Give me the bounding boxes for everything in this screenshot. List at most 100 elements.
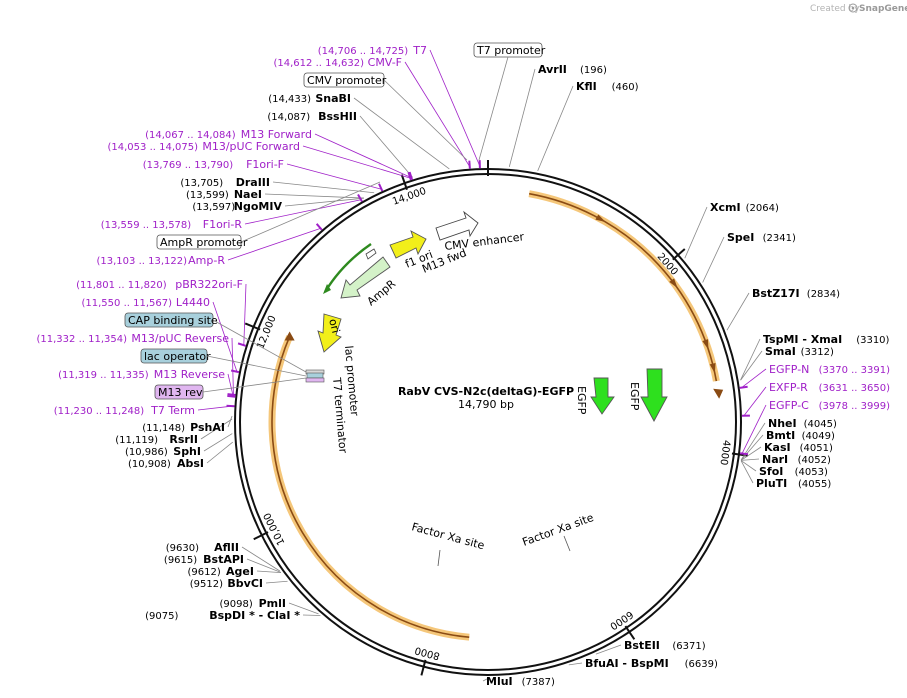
plasmid-name: RabV CVS-N2c(deltaG)-EGFP <box>398 385 574 398</box>
right-primer-labels: EGFP-N(3370 .. 3391)EXFP-R(3631 .. 3650)… <box>769 363 890 412</box>
ampr-promoter-arrow[interactable] <box>365 248 377 260</box>
label-pos-8: (4049) <box>802 431 835 442</box>
label-pos-2: (13,705) <box>180 178 223 189</box>
label-pos-6: (11,119) <box>115 435 158 446</box>
ampr-promoter-box[interactable]: AmpR promoter <box>156 234 248 250</box>
tick-label: 8000 <box>414 644 441 661</box>
label-6: Amp-R <box>188 254 225 267</box>
label-pos-2: (3978 .. 3999) <box>819 401 891 412</box>
ampr-promoter-label: AmpR promoter <box>160 236 248 249</box>
primer-site <box>315 223 323 231</box>
label-pos-0: (3370 .. 3391) <box>819 365 891 376</box>
label-pos-7: (11,801 .. 11,820) <box>76 280 167 291</box>
label-pos-13: (9098) <box>220 599 253 610</box>
label-pos-9: (9630) <box>166 543 199 554</box>
primer-site <box>739 452 749 456</box>
tick-label: 12,000 <box>255 314 278 351</box>
label-pos-3: (2341) <box>763 233 796 244</box>
primer-site <box>468 160 471 169</box>
label-9: M13/pUC Reverse <box>131 332 229 345</box>
right-enzyme-labels: AvrII(196)KflI(460)XcmI(2064)SpeI(2341)B… <box>486 63 890 688</box>
label-1: EXFP-R <box>769 381 808 394</box>
label-7: NheI <box>768 417 797 430</box>
tick-mark <box>420 659 427 676</box>
label-8: BmtI <box>766 429 795 442</box>
label-11: T7 Term <box>150 404 195 417</box>
label-pos-1: (3631 .. 3650) <box>819 383 891 394</box>
ampr-arrow[interactable] <box>340 256 391 299</box>
label-pos-2: (14,067 .. 14,084) <box>145 130 236 141</box>
label-14: BspDI * - ClaI * <box>209 609 300 622</box>
label-pos-14: (9075) <box>145 611 178 622</box>
primer-site-marks <box>226 160 750 456</box>
label-pos-3: (13,599) <box>186 190 229 201</box>
lac-operator-label: lac operator <box>144 350 211 363</box>
label-8: L4440 <box>176 296 210 309</box>
lac-region-features[interactable] <box>305 369 325 383</box>
primer-site <box>407 172 412 181</box>
label-10: NarI <box>762 453 788 466</box>
label-5: F1ori-R <box>203 218 243 231</box>
orf-arrowhead <box>595 214 606 222</box>
factor-xa-label-2: Factor Xa site <box>521 511 596 549</box>
primer-site <box>408 171 413 180</box>
cmv-promoter-box[interactable]: CMV promoter <box>303 72 387 88</box>
cmv-enhancer-arrow[interactable] <box>435 210 479 241</box>
label-pos-10: (9615) <box>164 555 197 566</box>
primer-site <box>739 385 748 389</box>
label-11: SfoI <box>759 465 783 478</box>
ori-arrow[interactable] <box>317 313 342 353</box>
primer-site <box>227 393 236 397</box>
label-12: PluTI <box>756 477 787 490</box>
label-pos-0: (14,706 .. 14,725) <box>318 46 409 57</box>
label-pos-3: (14,053 .. 14,075) <box>108 142 199 153</box>
egfp-arrow-2[interactable] <box>640 368 668 422</box>
t7-promoter-box[interactable]: T7 promoter <box>473 42 546 58</box>
label-15: MluI <box>486 675 513 688</box>
m13-rev-box[interactable]: M13 rev <box>154 384 204 400</box>
watermark-prefix: Created by <box>810 4 860 14</box>
tick-label: 14,000 <box>391 186 428 208</box>
orf-arrowhead <box>709 362 716 374</box>
label-0: T7 <box>412 44 427 57</box>
orf-arc-right[interactable] <box>528 190 720 382</box>
cap-binding-site-box[interactable]: CAP binding site <box>124 312 218 328</box>
primer-site <box>357 194 363 202</box>
egfp-arrow-1[interactable] <box>590 377 615 415</box>
label-pos-8: (10,908) <box>128 459 171 470</box>
label-4: BstZ17I <box>752 287 800 300</box>
label-pos-4: (2834) <box>807 289 840 300</box>
label-1: KflI <box>576 80 597 93</box>
label-6: SmaI <box>765 345 796 358</box>
label-2: M13 Forward <box>241 128 312 141</box>
label-11: AgeI <box>226 565 254 578</box>
label-pos-12: (9512) <box>190 579 223 590</box>
orf-arrowhead <box>702 339 709 350</box>
label-pos-14: (6639) <box>685 659 718 670</box>
label-13: BstEII <box>624 639 660 652</box>
f1-ori-arrow[interactable] <box>389 230 427 259</box>
orf-arrowhead <box>669 278 678 289</box>
t7-promoter-label: T7 promoter <box>476 44 546 57</box>
tick-mark <box>253 531 269 541</box>
orf-arrowhead <box>284 331 295 341</box>
label-pos-5: (13,559 .. 13,578) <box>101 220 192 231</box>
left-primer-labels: T7(14,706 .. 14,725)CMV-F(14,612 .. 14,6… <box>37 44 428 417</box>
lac-operator-box[interactable]: lac operator <box>140 348 211 364</box>
label-pos-1: (14,612 .. 14,632) <box>274 58 365 69</box>
label-0: AvrII <box>538 63 567 76</box>
label-10: M13 Reverse <box>154 368 225 381</box>
label-pos-7: (10,986) <box>125 447 168 458</box>
label-pos-12: (4055) <box>798 479 831 490</box>
label-pos-4: (13,597) <box>192 202 235 213</box>
tick-mark <box>400 174 408 191</box>
label-pos-1: (460) <box>612 82 639 93</box>
orf-arrowhead <box>713 388 724 399</box>
label-pos-11: (4053) <box>795 467 828 478</box>
m13-rev-label: M13 rev <box>158 386 203 399</box>
label-9: KasI <box>764 441 791 454</box>
label-4: NgoMIV <box>234 200 283 213</box>
label-5: TspMI - XmaI <box>763 333 842 346</box>
label-pos-11: (9612) <box>188 567 221 578</box>
